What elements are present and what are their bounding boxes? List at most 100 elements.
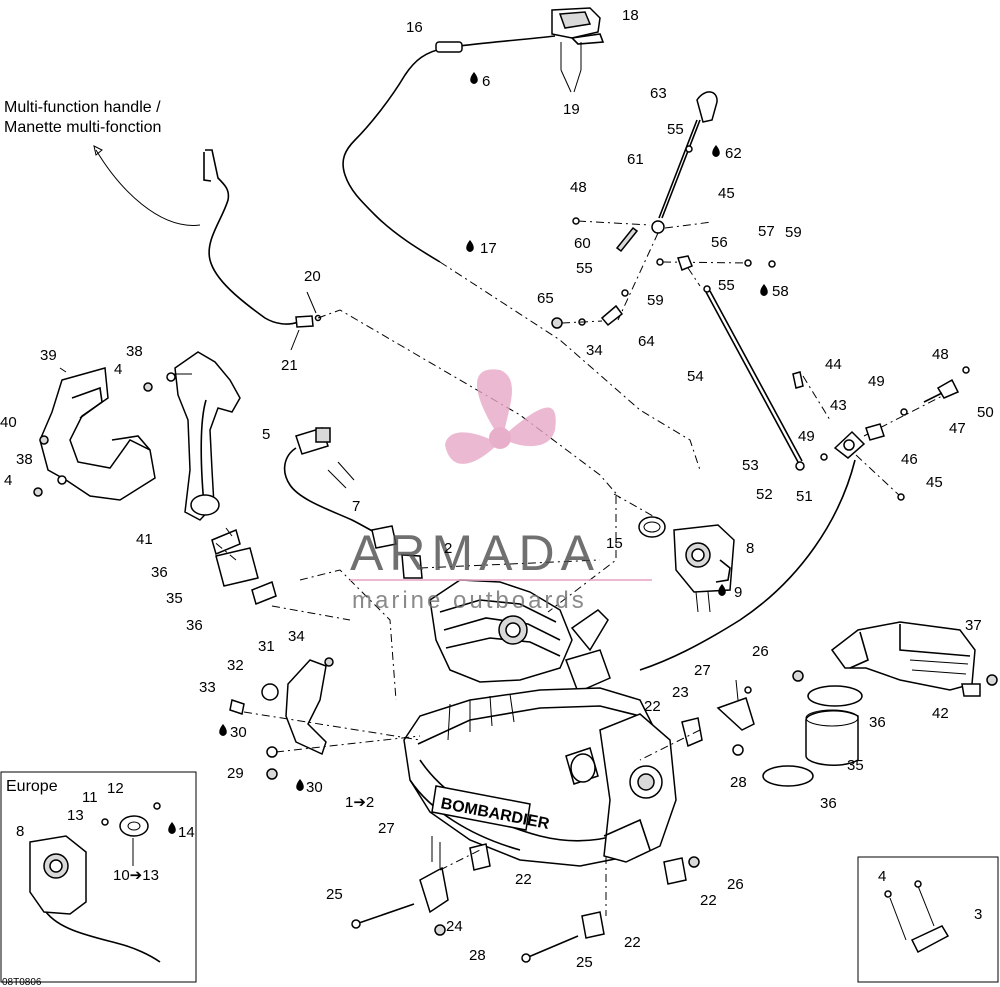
handle-label-line1: Multi-function handle / <box>4 99 161 116</box>
callout-c31: 31 <box>258 638 275 655</box>
callout-c3: 3 <box>974 906 982 923</box>
exhaust-coupling <box>211 527 277 606</box>
callout-c55c: 55 <box>718 277 735 294</box>
callout-c61: 61 <box>627 151 644 168</box>
lubricant-marks <box>168 72 768 834</box>
watermark-title: ARMADA <box>350 525 600 581</box>
callout-c4a: 4 <box>114 361 122 378</box>
callout-c22d: 22 <box>624 934 641 951</box>
callout-c25a: 25 <box>326 886 343 903</box>
callout-c7: 7 <box>352 498 360 515</box>
drop-icon-5 <box>219 724 227 736</box>
callout-c34b: 34 <box>288 628 305 645</box>
callout-c58: 58 <box>772 283 789 300</box>
callout-c4c: 4 <box>878 868 886 885</box>
heat-shield-39 <box>39 367 156 501</box>
callout-c48a: 48 <box>570 179 587 196</box>
callout-c38b: 38 <box>16 451 33 468</box>
callout-c16: 16 <box>406 19 423 36</box>
drop-icon-6 <box>296 779 304 791</box>
motor-mounts <box>351 670 804 963</box>
engine-block: BOMBARDIER <box>403 579 677 867</box>
callout-e1013: 10➔13 <box>113 867 159 884</box>
callout-c60: 60 <box>574 235 591 252</box>
callout-c36a: 36 <box>151 564 168 581</box>
drop-icon-2 <box>466 240 474 252</box>
switch-housing-18 <box>551 7 605 93</box>
callout-c53: 53 <box>742 457 759 474</box>
callout-c22b: 22 <box>515 871 532 888</box>
callout-c26b: 26 <box>727 876 744 893</box>
drop-icon-0 <box>470 72 478 84</box>
drop-icon-4 <box>718 584 726 596</box>
callout-c18: 18 <box>622 7 639 24</box>
callout-c51: 51 <box>796 488 813 505</box>
callout-c28b: 28 <box>469 947 486 964</box>
shift-lever-assembly <box>551 91 828 471</box>
callout-c43: 43 <box>830 397 847 414</box>
callout-e12: 12 <box>107 780 124 797</box>
callout-c39: 39 <box>40 347 57 364</box>
callout-c23: 23 <box>672 684 689 701</box>
callout-c59b: 59 <box>647 292 664 309</box>
callout-c19: 19 <box>563 101 580 118</box>
bell-crank-assembly <box>639 366 970 671</box>
callout-c38a: 38 <box>126 343 143 360</box>
callout-e13: 13 <box>67 807 84 824</box>
callout-c2: 2 <box>444 540 452 557</box>
callout-c35b: 35 <box>847 757 864 774</box>
watermark: ARMADA marine outboards <box>350 369 652 614</box>
throttle-body-8 <box>638 516 735 613</box>
callout-c62: 62 <box>725 145 742 162</box>
callout-c56: 56 <box>711 234 728 251</box>
callout-c32: 32 <box>227 657 244 674</box>
callout-c57: 57 <box>758 223 775 240</box>
callout-c20: 20 <box>304 268 321 285</box>
callout-e11: 11 <box>82 789 98 806</box>
handle-label-line2: Manette multi-fonction <box>4 119 161 136</box>
callout-c55b: 55 <box>576 260 593 277</box>
air-intake-37 <box>762 621 998 787</box>
callout-c40: 40 <box>0 414 17 431</box>
handle-cable-21 <box>93 145 322 351</box>
callout-c30a: 30 <box>230 724 247 741</box>
callout-c37: 37 <box>965 617 982 634</box>
callout-c36d: 36 <box>820 795 837 812</box>
callout-c24: 24 <box>446 918 463 935</box>
callout-c12r: 1➔2 <box>345 794 374 811</box>
watermark-propeller-icon <box>445 369 556 464</box>
callout-c54: 54 <box>687 368 704 385</box>
callout-c36c: 36 <box>869 714 886 731</box>
callout-c27b: 27 <box>378 820 395 837</box>
part-3-inset <box>857 856 999 983</box>
callout-c9: 9 <box>734 584 742 601</box>
callout-c52: 52 <box>756 486 773 503</box>
callout-c30b: 30 <box>306 779 323 796</box>
callout-c44: 44 <box>825 356 842 373</box>
callout-c5: 5 <box>262 426 270 443</box>
callout-c48b: 48 <box>932 346 949 363</box>
callout-c36b: 36 <box>186 617 203 634</box>
callout-c27a: 27 <box>694 662 711 679</box>
drop-icon-3 <box>760 284 768 296</box>
callout-c28a: 28 <box>730 774 747 791</box>
callout-c21: 21 <box>281 357 298 374</box>
callout-c17: 17 <box>480 240 497 257</box>
ignition-coil-5 <box>283 427 423 579</box>
part-code: 08T0806 <box>2 977 42 987</box>
assembly-center-lines <box>211 261 701 916</box>
callout-c22c: 22 <box>700 892 717 909</box>
callout-c22a: 22 <box>644 698 661 715</box>
callout-c33: 33 <box>199 679 216 696</box>
europe-title: Europe <box>6 778 58 795</box>
watermark-subtitle: marine outboards <box>352 587 587 614</box>
callout-c34a: 34 <box>586 342 603 359</box>
callout-c25b: 25 <box>576 954 593 971</box>
callout-c45b: 45 <box>926 474 943 491</box>
callout-c4b: 4 <box>4 472 12 489</box>
exhaust-manifold-41 <box>33 351 241 521</box>
drop-icon-1 <box>712 145 720 157</box>
